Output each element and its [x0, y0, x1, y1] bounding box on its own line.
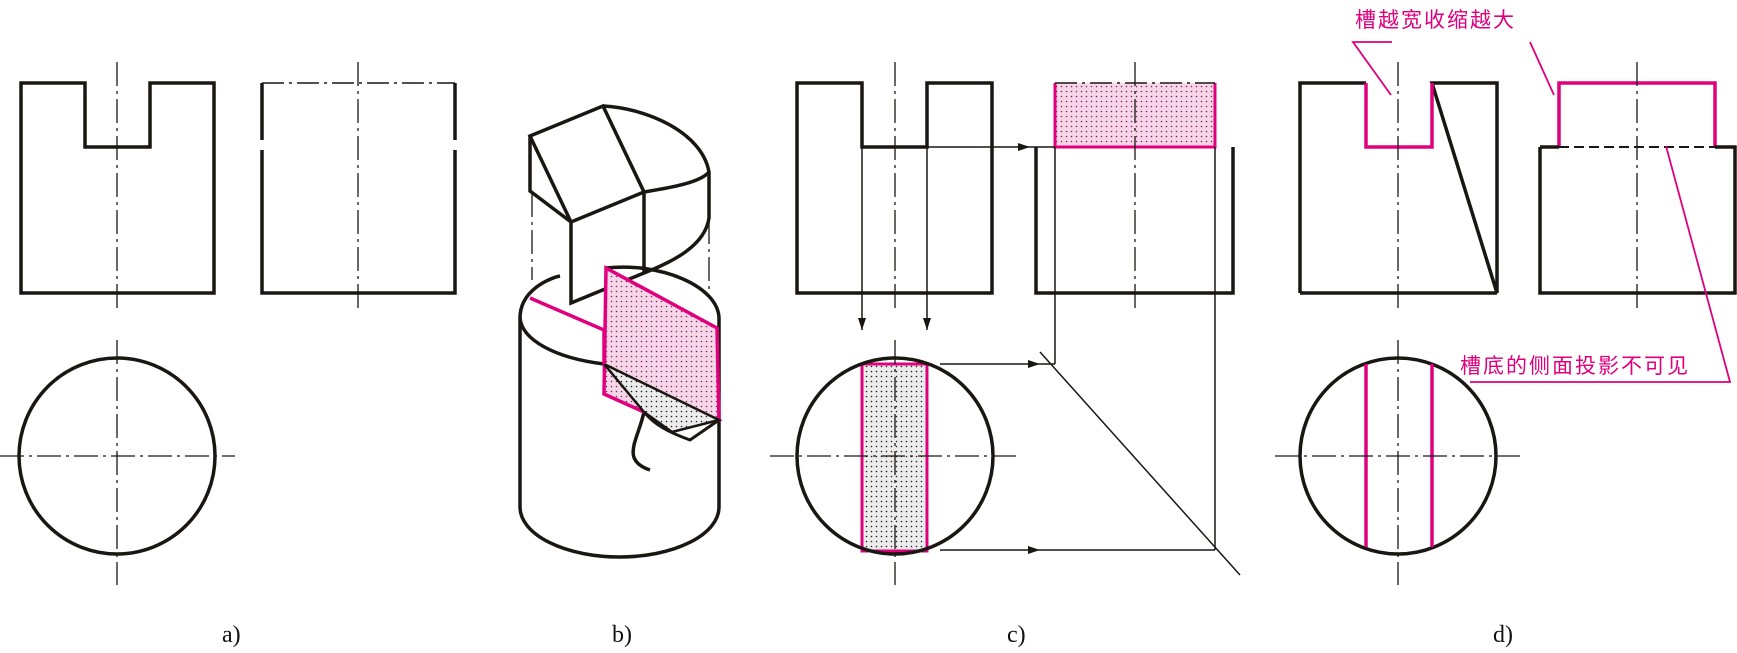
center-lines: [531, 193, 710, 290]
center-lines: [770, 62, 1136, 585]
figure-c: [770, 62, 1241, 585]
figure-label-b: b): [612, 622, 632, 648]
figure-d: [1275, 41, 1737, 585]
cut-bottom-curve: [642, 411, 720, 442]
center-lines: [1275, 62, 1638, 585]
figure-label-a: a): [222, 622, 241, 648]
figure-a: [0, 62, 457, 585]
side-view-outline: [1538, 145, 1737, 295]
arrowheads: [858, 143, 1040, 554]
figure-label-c: c): [1007, 622, 1026, 648]
figure-label-d: d): [1493, 622, 1513, 648]
figure-b: [518, 103, 723, 559]
cylinder-body: [518, 265, 721, 559]
center-lines: [0, 62, 359, 585]
projection-lines: [861, 146, 1241, 576]
removed-block: [527, 103, 711, 306]
slot-bottom-annotation: 槽底的侧面投影不可见: [1460, 354, 1690, 378]
front-slot-outline: [1364, 83, 1434, 149]
cut-edge: [529, 296, 606, 364]
front-view-outline: [19, 81, 216, 295]
slot-width-annotation: 槽越宽收缩越大: [1355, 8, 1516, 32]
leader-lines: [1351, 41, 1732, 383]
